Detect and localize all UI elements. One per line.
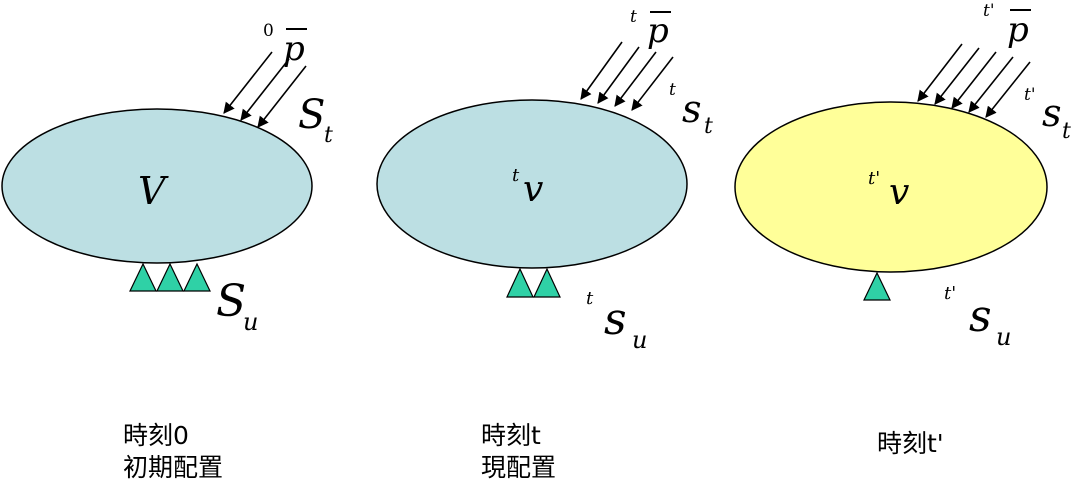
load-arrows-next (917, 43, 1031, 118)
body-next (734, 101, 1048, 273)
load-label-next: t' p (983, 1, 1029, 50)
traction-label-current: t s t (669, 80, 713, 139)
panel-next: t' p t' s t t' v t' s u (734, 1, 1071, 351)
panel-initial: 0 p S t V S u (1, 21, 333, 336)
supports-current (506, 267, 561, 298)
caption-initial-config: 初期配置 (123, 453, 224, 482)
caption-current-time: 時刻t (481, 421, 541, 450)
load-label-initial: 0 p (263, 21, 305, 69)
panel-current: t p t s t t v t s u (376, 7, 713, 354)
supports-initial (129, 262, 211, 292)
caption-current: 時刻t 現配置 (481, 420, 556, 484)
caption-next: 時刻t' (877, 428, 944, 460)
support-label-next: t' s u (944, 283, 1011, 351)
supports-next (863, 271, 891, 301)
body-current (376, 99, 688, 269)
traction-label-next: t' s t (1024, 85, 1071, 144)
support-label-initial: S u (216, 276, 258, 336)
caption-initial-time: 時刻0 (123, 421, 189, 450)
caption-current-config: 現配置 (481, 453, 557, 482)
support-label-current: t s u (586, 288, 647, 354)
load-label-current: t p (630, 7, 669, 51)
caption-next-time: 時刻t' (877, 429, 944, 458)
caption-initial: 時刻0 初期配置 (123, 420, 223, 484)
body-label-next: t' v (868, 168, 909, 213)
traction-label-initial: S t (298, 92, 333, 148)
body-label-initial: V (138, 169, 169, 213)
body-label-current: t v (512, 165, 543, 210)
load-arrows-initial (223, 51, 307, 128)
load-arrows-current (580, 41, 674, 111)
body-initial (1, 108, 313, 264)
